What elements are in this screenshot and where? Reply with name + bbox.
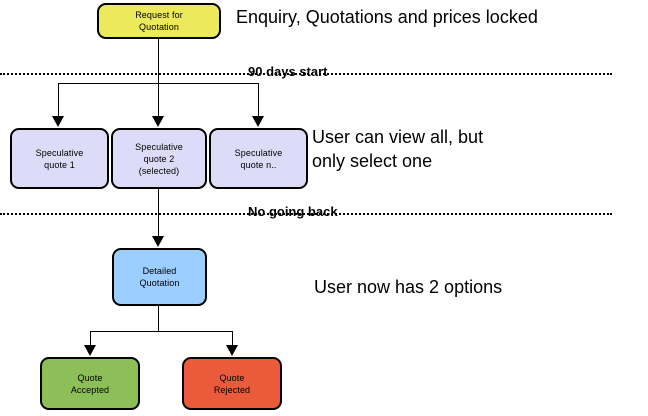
connector-drop-specn (258, 83, 259, 117)
connector-detailed-stem (158, 306, 159, 331)
node-speculative-quote-2-selected[interactable]: Speculative quote 2 (selected) (111, 128, 207, 189)
arrowhead-rejected (226, 345, 238, 356)
connector-drop-spec2 (158, 83, 159, 117)
divider-label-no-going-back: No going back (248, 204, 338, 219)
arrowhead-specn (252, 116, 264, 127)
connector-rfq-stem (158, 39, 159, 83)
arrowhead-accepted (84, 345, 96, 356)
node-quote-rejected[interactable]: Quote Rejected (182, 357, 282, 410)
node-quote-accepted[interactable]: Quote Accepted (40, 357, 140, 410)
arrowhead-spec2 (152, 116, 164, 127)
annotation-view-all-select-one: User can view all, but only select one (312, 127, 484, 171)
connector-drop-rejected (232, 331, 233, 346)
connector-drop-accepted (90, 331, 91, 346)
node-speculative-quote-1[interactable]: Speculative quote 1 (10, 128, 109, 189)
connector-outcome-bar (90, 331, 232, 332)
divider-line-90-days-start (0, 73, 612, 75)
annotation-two-options: User now has 2 options (314, 277, 503, 297)
arrowhead-spec1 (52, 116, 64, 127)
divider-label-90-days-start: 90 days start (248, 64, 328, 79)
arrowhead-detailed (152, 236, 164, 247)
node-request-for-quotation[interactable]: Request for Quotation (97, 3, 221, 39)
node-detailed-quotation[interactable]: Detailed Quotation (112, 248, 207, 306)
connector-drop-spec1 (58, 83, 59, 117)
divider-line-no-going-back (0, 213, 612, 215)
annotation-prices-locked: Enquiry, Quotations and prices locked (236, 7, 538, 27)
node-speculative-quote-n[interactable]: Speculative quote n.. (209, 128, 308, 189)
